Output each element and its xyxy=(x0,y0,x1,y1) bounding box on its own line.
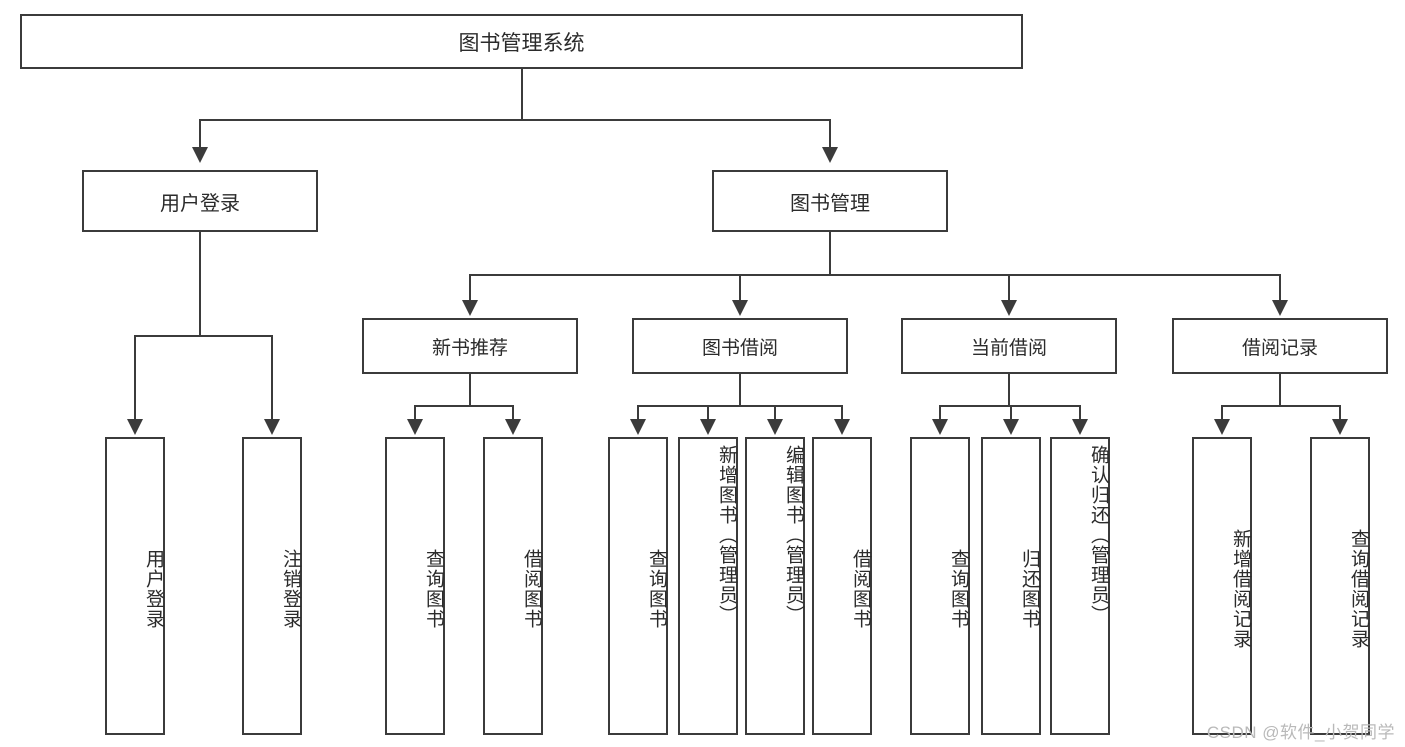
arrowhead-to-leaf-add-book xyxy=(700,419,716,435)
arrowhead-to-leaf-query-record xyxy=(1332,419,1348,435)
node-leaf-confirm-return-admin[interactable]: 确认归还（管理员） xyxy=(1050,437,1110,735)
arrowhead-to-leaf-query-book-2 xyxy=(630,419,646,435)
arrowhead-to-leaf-logout xyxy=(264,419,280,435)
node-label: 查询图书 xyxy=(423,549,444,629)
arrowhead-to-leaf-borrow-book-2 xyxy=(834,419,850,435)
connector-current-borrow-stem xyxy=(1008,374,1010,406)
connector-borrow-record-to-leaf2 xyxy=(1339,405,1341,421)
node-label: 借阅记录 xyxy=(1241,337,1318,359)
connector-to-book-borrow xyxy=(739,274,741,302)
node-label: 当前借阅 xyxy=(970,337,1047,359)
node-user-login[interactable]: 用户登录 xyxy=(82,170,318,232)
connector-new-book-rec-bus xyxy=(414,405,513,407)
node-label: 新增图书（管理员） xyxy=(716,445,737,625)
node-label: 用户登录 xyxy=(160,192,240,215)
node-leaf-edit-book-admin[interactable]: 编辑图书（管理员） xyxy=(745,437,805,735)
connector-current-borrow-to-leaf1 xyxy=(939,405,941,421)
node-label: 注销登录 xyxy=(280,549,301,629)
node-book-borrow[interactable]: 图书借阅 xyxy=(632,318,848,374)
connector-book-borrow-to-leaf2 xyxy=(707,405,709,421)
connector-book-borrow-to-leaf3 xyxy=(774,405,776,421)
arrowhead-to-leaf-query-book-3 xyxy=(932,419,948,435)
arrowhead-to-leaf-query-book-1 xyxy=(407,419,423,435)
node-label: 新书推荐 xyxy=(431,337,508,359)
arrowhead-to-borrow-record xyxy=(1272,300,1288,316)
arrowhead-to-book-borrow xyxy=(732,300,748,316)
arrowhead-to-user-login xyxy=(192,147,208,163)
node-label: 归还图书 xyxy=(1019,549,1040,629)
node-label: 查询图书 xyxy=(646,549,667,629)
node-leaf-borrow-book-borrow[interactable]: 借阅图书 xyxy=(812,437,872,735)
connector-new-book-rec-to-leaf2 xyxy=(512,405,514,421)
node-leaf-add-book-admin[interactable]: 新增图书（管理员） xyxy=(678,437,738,735)
arrowhead-to-current-borrow xyxy=(1001,300,1017,316)
node-label: 查询图书 xyxy=(948,549,969,629)
arrowhead-to-new-book-rec xyxy=(462,300,478,316)
node-root-book-management-system[interactable]: 图书管理系统 xyxy=(20,14,1023,69)
connector-book-manage-stem xyxy=(829,232,831,275)
node-leaf-return-book[interactable]: 归还图书 xyxy=(981,437,1041,735)
connector-new-book-rec-stem xyxy=(469,374,471,406)
node-label: 图书管理系统 xyxy=(458,31,585,55)
connector-book-borrow-to-leaf1 xyxy=(637,405,639,421)
node-label: 借阅图书 xyxy=(850,549,871,629)
node-leaf-user-login[interactable]: 用户登录 xyxy=(105,437,165,735)
node-borrow-record[interactable]: 借阅记录 xyxy=(1172,318,1388,374)
arrowhead-to-book-manage xyxy=(822,147,838,163)
connector-borrow-record-stem xyxy=(1279,374,1281,406)
node-label: 编辑图书（管理员） xyxy=(783,445,804,625)
arrowhead-to-leaf-confirm-return xyxy=(1072,419,1088,435)
csdn-watermark: CSDN @软件_小贺同学 xyxy=(1206,723,1395,742)
node-leaf-borrow-book-new-rec[interactable]: 借阅图书 xyxy=(483,437,543,735)
connector-to-current-borrow xyxy=(1008,274,1010,302)
node-leaf-add-borrow-record[interactable]: 新增借阅记录 xyxy=(1192,437,1252,735)
node-current-borrow[interactable]: 当前借阅 xyxy=(901,318,1117,374)
arrowhead-to-leaf-return-book xyxy=(1003,419,1019,435)
node-label: 新增借阅记录 xyxy=(1230,529,1251,649)
connector-borrow-record-bus xyxy=(1221,405,1340,407)
arrowhead-to-leaf-add-record xyxy=(1214,419,1230,435)
connector-new-book-rec-to-leaf1 xyxy=(414,405,416,421)
connector-root-to-book-manage xyxy=(829,119,831,149)
connector-book-borrow-bus xyxy=(637,405,843,407)
node-leaf-query-book-borrow[interactable]: 查询图书 xyxy=(608,437,668,735)
node-label: 查询借阅记录 xyxy=(1348,529,1369,649)
connector-root-to-user-login xyxy=(199,119,201,149)
connector-user-login-stem xyxy=(199,232,201,336)
node-new-book-recommendation[interactable]: 新书推荐 xyxy=(362,318,578,374)
connector-book-borrow-to-leaf4 xyxy=(841,405,843,421)
node-leaf-logout[interactable]: 注销登录 xyxy=(242,437,302,735)
connector-user-login-to-leaf2 xyxy=(271,335,273,421)
node-label: 图书借阅 xyxy=(701,337,778,359)
connector-root-stem xyxy=(521,69,523,120)
arrowhead-to-leaf-edit-book xyxy=(767,419,783,435)
connector-root-bus xyxy=(199,119,831,121)
node-label: 借阅图书 xyxy=(521,549,542,629)
arrowhead-to-leaf-user-login xyxy=(127,419,143,435)
connector-current-borrow-to-leaf3 xyxy=(1079,405,1081,421)
connector-user-login-to-leaf1 xyxy=(134,335,136,421)
node-leaf-query-borrow-record[interactable]: 查询借阅记录 xyxy=(1310,437,1370,735)
connector-borrow-record-to-leaf1 xyxy=(1221,405,1223,421)
node-leaf-query-book-new-rec[interactable]: 查询图书 xyxy=(385,437,445,735)
connector-user-login-bus xyxy=(134,335,273,337)
connector-to-new-book-rec xyxy=(469,274,471,302)
node-leaf-query-book-current[interactable]: 查询图书 xyxy=(910,437,970,735)
node-book-management[interactable]: 图书管理 xyxy=(712,170,948,232)
connector-current-borrow-to-leaf2 xyxy=(1010,405,1012,421)
connector-to-borrow-record xyxy=(1279,274,1281,302)
node-label: 确认归还（管理员） xyxy=(1088,445,1109,625)
arrowhead-to-leaf-borrow-book-1 xyxy=(505,419,521,435)
node-label: 用户登录 xyxy=(143,549,164,629)
connector-book-borrow-stem xyxy=(739,374,741,406)
node-label: 图书管理 xyxy=(790,192,870,215)
connector-book-manage-bus xyxy=(469,274,1281,276)
